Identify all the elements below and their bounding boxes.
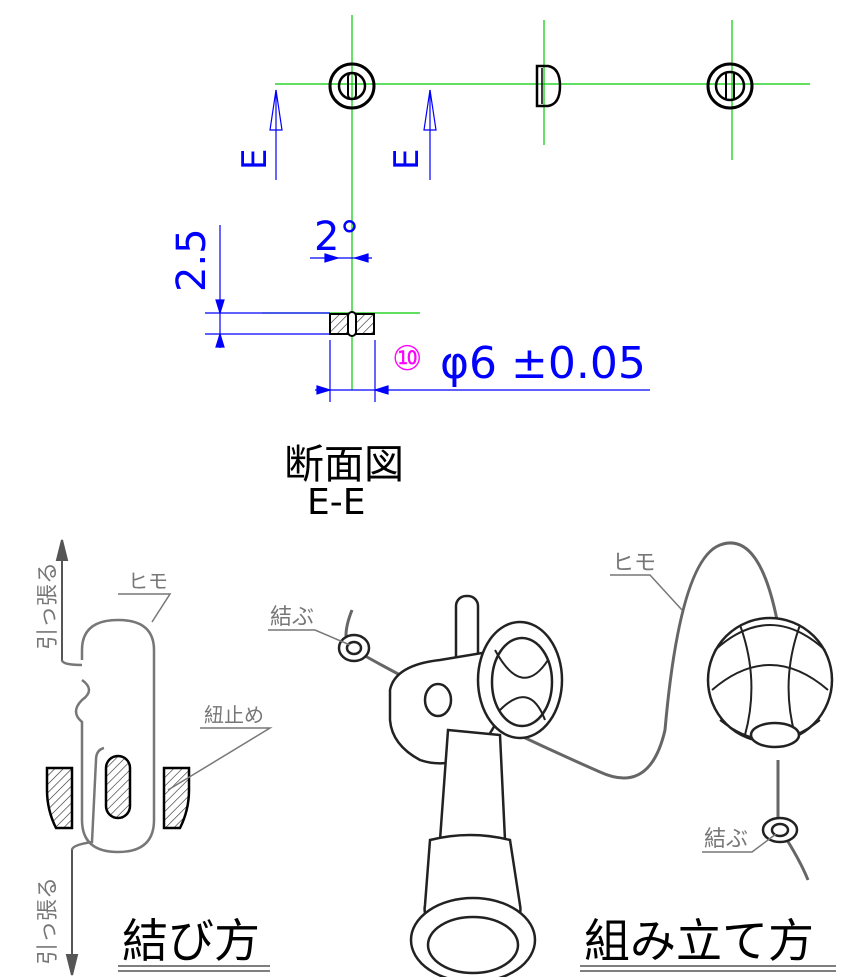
assembly-nut-bottom: [761, 816, 799, 844]
cut-line-arrows: [269, 89, 437, 180]
section-part: [329, 311, 375, 337]
assembly-title-underline: [580, 965, 836, 972]
nut-back-view: [706, 62, 754, 110]
stopper-label: 紐止め: [204, 703, 264, 727]
tie-label-bottom: 結ぶ: [704, 827, 748, 852]
assembly-diagram: 結ぶ ヒモ 結ぶ 組み立て方: [268, 541, 836, 977]
cut-label-right: E: [387, 149, 427, 170]
dim-angle: 2°: [314, 214, 359, 260]
knot-title-underline: [118, 965, 270, 972]
pull-arrows: [55, 539, 79, 976]
section-subtitle: E-E: [307, 482, 365, 523]
assembly-title: 組み立て方: [584, 914, 814, 968]
cut-label-left: E: [235, 149, 275, 170]
assembly-leaders: [268, 574, 777, 853]
dim-height: 2.5: [169, 228, 215, 292]
tie-label-top: 結ぶ: [270, 605, 314, 630]
dim-diameter-lines: [315, 340, 650, 402]
dim-height-lines: [205, 225, 330, 348]
section-title: 断面図: [284, 442, 404, 488]
kendama-body: [388, 594, 564, 977]
knot-diagram: 引っ張る 引っ張る ヒモ 紐止め 結び方: [36, 539, 273, 976]
knot-leaders: [118, 593, 273, 791]
pull-label-bottom: 引っ張る: [36, 877, 61, 965]
dim-angle-lines: [310, 253, 372, 263]
string-loop: [60, 618, 156, 854]
pull-label-top: 引っ張る: [36, 562, 61, 650]
callout-number: ⑩: [392, 339, 422, 379]
kendama-ball: [706, 616, 834, 749]
knot-string-label: ヒモ: [128, 569, 168, 593]
nut-side-view: [535, 64, 562, 108]
knot-title: 結び方: [122, 914, 260, 968]
section-view: E E 2.5 2° ⑩: [169, 15, 810, 523]
nut-top-view: [328, 62, 376, 110]
stopper-parts: [45, 754, 191, 830]
assembly-string-label: ヒモ: [612, 551, 656, 576]
assembly-nut-top: [337, 633, 371, 663]
dim-diameter: φ6 ±0.05: [440, 338, 646, 389]
